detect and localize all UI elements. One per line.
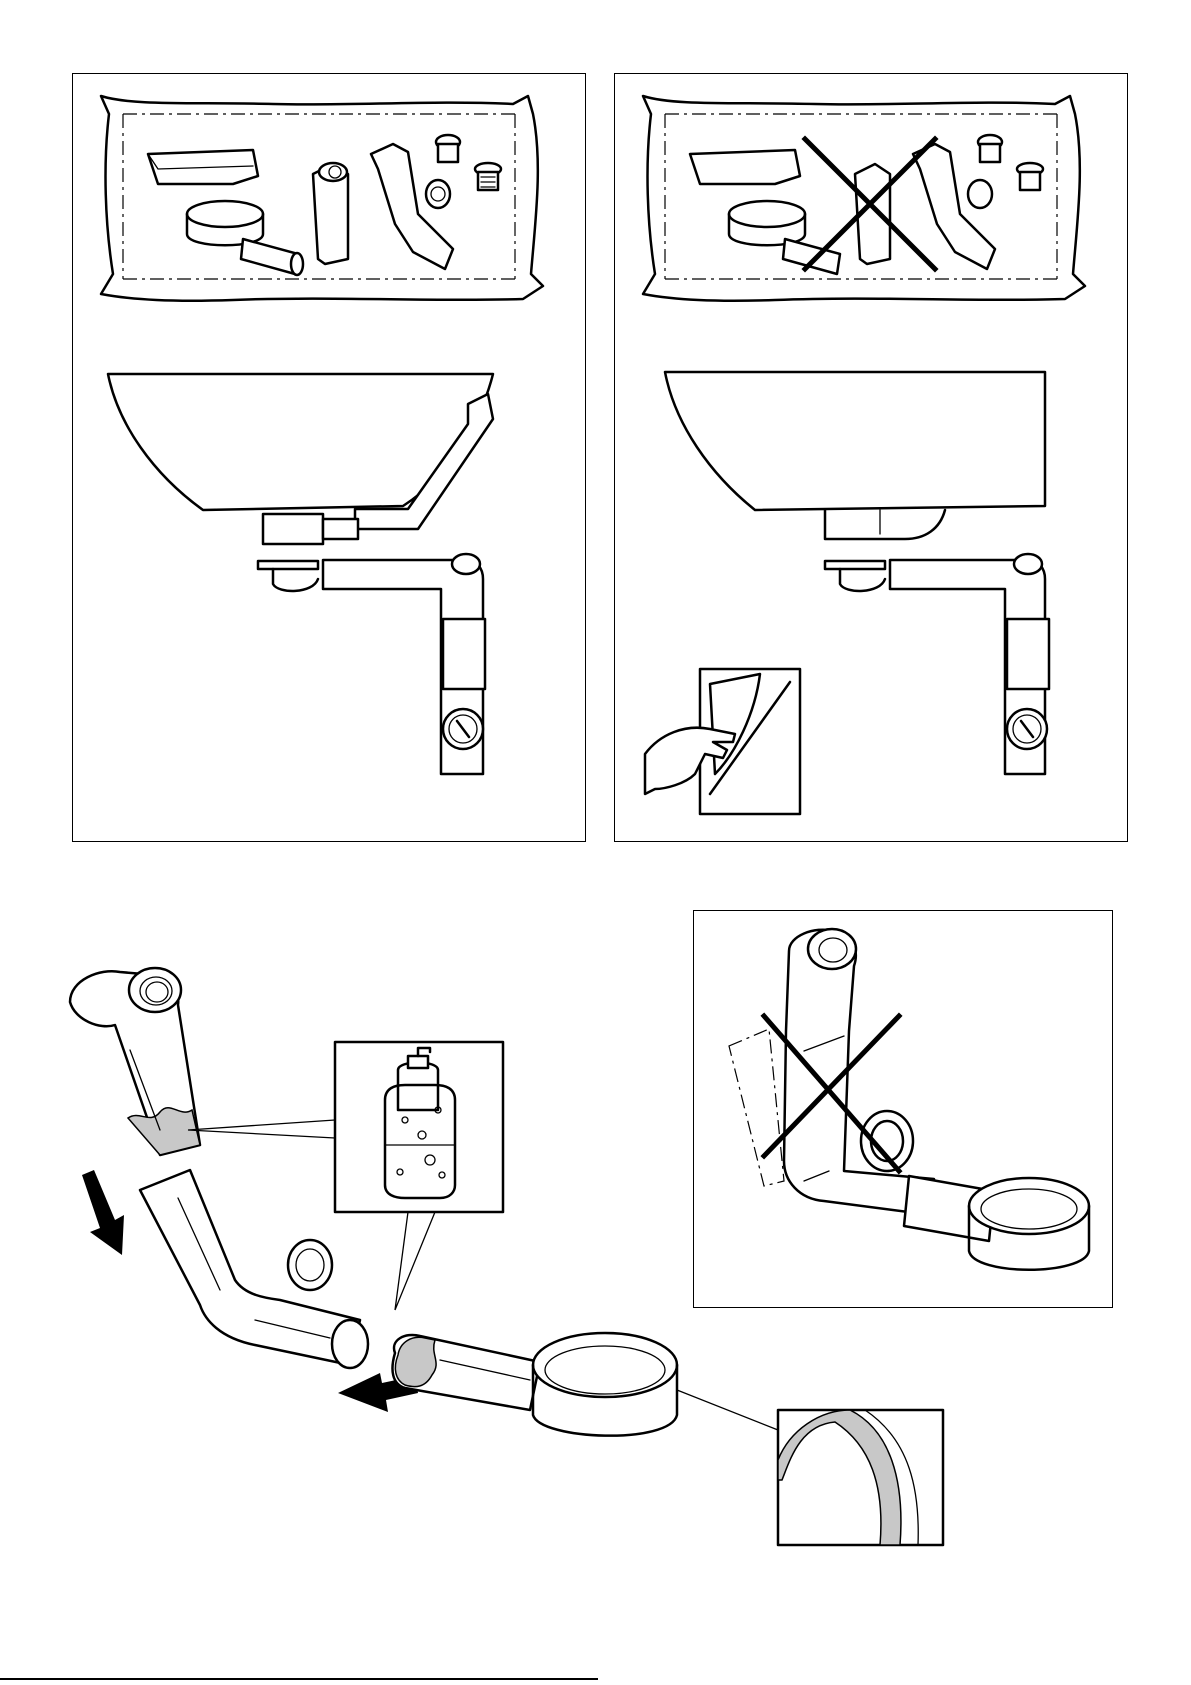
panel-step-4 — [693, 910, 1113, 1308]
footer-rule — [0, 1678, 598, 1680]
overflow-pipe-icon — [263, 394, 493, 544]
elbow-pipe-icon — [313, 163, 348, 264]
sink-basin-icon — [690, 150, 800, 184]
panel-step-2 — [614, 73, 1128, 842]
siphon-pipe-icon — [904, 1176, 1089, 1270]
siphon-pipe-icon — [392, 1333, 677, 1436]
siphon-assembly-icon — [825, 554, 1049, 774]
siphon-pipe-icon — [729, 201, 840, 274]
sink-basin-icon — [148, 150, 258, 184]
panel-step-1 — [72, 73, 586, 842]
siphon-pipe-icon — [187, 201, 303, 275]
step-4-illustration — [694, 911, 1114, 1309]
soap-dispenser-icon — [188, 1042, 503, 1310]
magnified-seal-detail-icon — [677, 1390, 943, 1545]
elbow-pipe-icon — [70, 968, 200, 1155]
step-2-illustration — [615, 74, 1129, 843]
siphon-assembly-icon — [258, 554, 485, 774]
elbow-pipe-icon — [729, 929, 939, 1216]
step-1-illustration — [73, 74, 587, 843]
arrow-icon — [82, 1170, 124, 1255]
sink-basin-icon — [665, 372, 1045, 539]
